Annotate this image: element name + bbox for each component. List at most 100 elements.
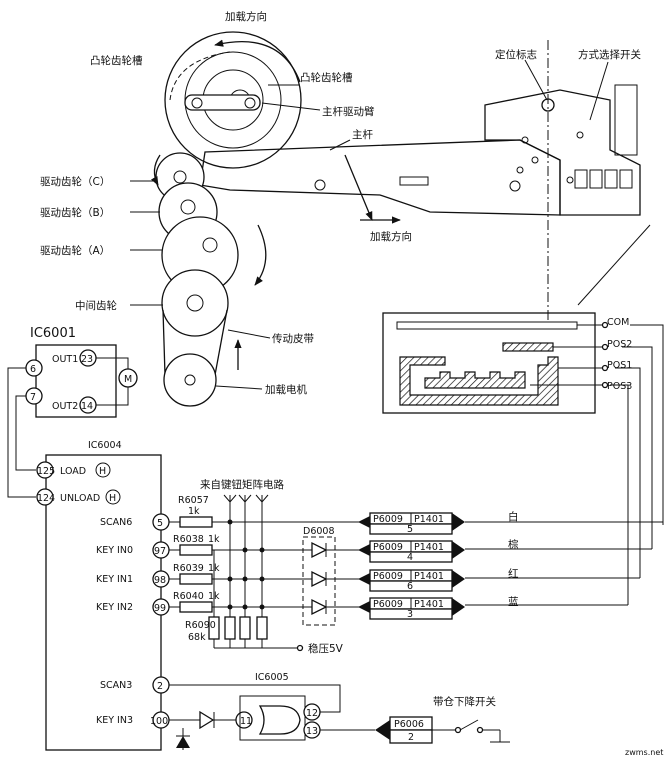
label-main-lever: 主杆 xyxy=(352,128,373,141)
motor-symbol xyxy=(118,368,138,388)
watermark: zwms.net xyxy=(625,748,663,757)
ic6004-unload-label: UNLOAD xyxy=(60,493,100,504)
ic6004-pin2: 2 xyxy=(157,681,163,692)
switch-pads-box xyxy=(382,312,596,414)
mode-switch-pads: COM POS2 POS1 POS3 xyxy=(382,224,664,605)
unload-h-symbol: H xyxy=(109,493,116,504)
ic6004-keyin0-label: KEY IN0 xyxy=(96,545,133,556)
ic6001-out1: OUT1 xyxy=(52,354,78,365)
conn1-a: P6009 xyxy=(373,542,403,553)
label-mode-switch: 方式选择开关 xyxy=(578,48,641,61)
r6090-label: R6090 xyxy=(185,620,216,631)
load-direction-arrow xyxy=(214,39,301,83)
pad-pos3-label: POS3 xyxy=(607,381,632,392)
ic6004-pin99: 99 xyxy=(154,603,166,614)
resistor-r6090-d xyxy=(256,616,268,640)
ic6005-pin13: 13 xyxy=(306,726,318,737)
conn3-b: P1401 xyxy=(414,599,444,610)
label-locate-mark: 定位标志 xyxy=(495,48,537,61)
conn2-b: P1401 xyxy=(414,571,444,582)
label-drive-gear-c: 驱动齿轮（C） xyxy=(40,175,110,188)
resistor-r6040 xyxy=(179,601,213,613)
main-lever-drive-arm xyxy=(184,94,261,111)
label-middle-gear: 中间齿轮 xyxy=(75,299,117,312)
pad-com-label: COM xyxy=(607,317,629,328)
ic6001-name: IC6001 xyxy=(30,326,76,341)
load-motor xyxy=(163,353,217,407)
ic6004-keyin2-label: KEY IN2 xyxy=(96,602,133,613)
wire-red: 红 xyxy=(508,567,519,580)
conn3-a: P6009 xyxy=(373,599,403,610)
load-h-symbol: H xyxy=(99,466,106,477)
diode-d6008-label: D6008 xyxy=(303,526,335,537)
pos-common-pad xyxy=(399,356,559,406)
wire-blue: 蓝 xyxy=(508,596,519,608)
transmission-belt xyxy=(162,309,166,376)
ic6001: IC6001 6 7 23 14 OUT1 OUT2 M xyxy=(7,326,138,498)
label-cam-gear-groove-left: 凸轮齿轮槽 xyxy=(90,54,143,67)
tray-switch xyxy=(459,719,479,731)
ic6001-out2: OUT2 xyxy=(52,401,78,412)
connector-block: P6009 P1401 5 白 P6009 P1401 4 棕 P6009 P1… xyxy=(358,510,663,620)
ic6004-pin97: 97 xyxy=(154,546,166,557)
cam-gear xyxy=(164,31,302,169)
pad-pos1-label: POS1 xyxy=(607,360,632,371)
ic6005-pin11: 11 xyxy=(240,716,252,727)
ic6004-name: IC6004 xyxy=(88,440,122,451)
regulated-5v-label: 稳压5V xyxy=(308,642,344,655)
ic6004-keyin3-label: KEY IN3 xyxy=(96,715,133,726)
p6006-pin: 2 xyxy=(408,732,414,743)
ic6001-pin23: 23 xyxy=(81,354,93,365)
conn0-b: P1401 xyxy=(414,514,444,525)
conn1-b: P1401 xyxy=(414,542,444,553)
resistor-r6057 xyxy=(179,516,213,528)
key-matrix-label: 来自键钮矩阵电路 xyxy=(200,478,284,491)
conn0-pin: 5 xyxy=(407,524,413,535)
ic6001-box xyxy=(35,344,117,418)
label-main-lever-arm: 主杆驱动臂 xyxy=(322,105,375,118)
conn2-a: P6009 xyxy=(373,571,403,582)
ic6004-keyin1-label: KEY IN1 xyxy=(96,574,133,585)
ic6001-pin6: 6 xyxy=(30,364,36,375)
ic6001-pin7: 7 xyxy=(30,392,36,403)
ic6004-scan6-label: SCAN6 xyxy=(100,517,132,528)
ic6001-pin14: 14 xyxy=(81,401,93,412)
middle-gear xyxy=(161,269,229,337)
r6039-label: R6039 xyxy=(173,563,204,574)
label-cam-gear-groove-right: 凸轮齿轮槽 xyxy=(300,71,353,84)
conn2-pin: 6 xyxy=(407,581,413,592)
resistor-r6090-b xyxy=(224,616,236,640)
ic6004-scan3-label: SCAN3 xyxy=(100,680,132,691)
label-belt: 传动皮带 xyxy=(272,332,314,345)
label-load-direction-top: 加载方向 xyxy=(225,10,267,23)
pos-tooth-pad xyxy=(424,371,526,389)
key-matrix: 来自键钮矩阵电路 R6057 1k R6038 1k R6039 1k R604… xyxy=(169,478,370,655)
mode-switch-body xyxy=(484,89,641,216)
label-drive-gear-b: 驱动齿轮（B） xyxy=(40,206,110,219)
motor-label: M xyxy=(124,374,132,385)
ic6004-pin124: 124 xyxy=(37,493,55,504)
r6040-label: R6040 xyxy=(173,591,204,602)
r6038-value: 1k xyxy=(208,534,220,545)
ic6005-section: IC6005 11 12 13 P6006 2 带仓下降开关 xyxy=(169,672,510,750)
ic6004-pin5: 5 xyxy=(157,518,163,529)
ic6004: IC6004 125 124 LOAD UNLOAD H H SCAN6 KEY… xyxy=(36,440,170,751)
label-load-direction-mid: 加载方向 xyxy=(370,230,412,243)
tray-switch-label: 带仓下降开关 xyxy=(433,695,496,708)
ic6004-pin98: 98 xyxy=(154,575,166,586)
ic6004-pin100: 100 xyxy=(150,716,168,727)
conn1-pin: 4 xyxy=(407,552,413,563)
r6090-value: 68k xyxy=(188,632,206,643)
r6038-label: R6038 xyxy=(173,534,204,545)
pad-pos2-label: POS2 xyxy=(607,339,632,350)
or-gate xyxy=(258,705,301,735)
label-drive-gear-a: 驱动齿轮（A） xyxy=(40,244,110,257)
ic6005-pin12: 12 xyxy=(306,708,318,719)
conn3-pin: 3 xyxy=(407,609,413,620)
diode-d6008-box xyxy=(302,536,336,626)
wire-brown: 棕 xyxy=(508,538,519,551)
mechanism: 加载方向 凸轮齿轮槽 凸轮齿轮槽 主杆驱动臂 主杆 定位标志 方式选择开关 驱动… xyxy=(40,10,641,407)
r6057-label: R6057 xyxy=(178,495,209,506)
resistor-r6038 xyxy=(179,544,213,556)
